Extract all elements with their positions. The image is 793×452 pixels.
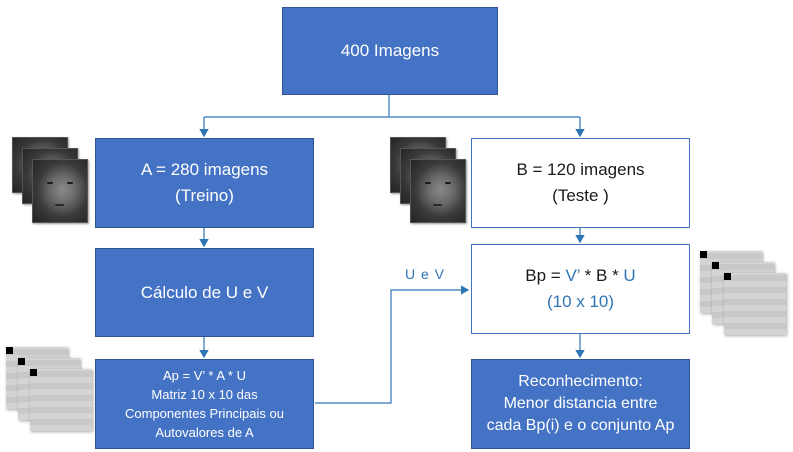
ap-line4: Autovalores de A — [155, 425, 254, 440]
test-set-line1: B = 120 imagens — [516, 160, 645, 179]
box-ap: Ap = V’ * A * U Matriz 10 x 10 das Compo… — [95, 359, 314, 449]
box-400-imagens: 400 Imagens — [282, 7, 498, 95]
bp-formula: Bp = V’ * B * U — [525, 263, 635, 289]
bp-u: U — [623, 266, 636, 285]
bp-mid: * B * — [579, 266, 624, 285]
box-400-imagens-label: 400 Imagens — [340, 41, 440, 60]
ap-line3: Componentes Principais ou — [125, 406, 284, 421]
box-reconhecimento: Reconhecimento: Menor distancia entre ca… — [471, 359, 690, 449]
train-set-line1: A = 280 imagens — [140, 160, 269, 179]
test-set-line2: (Teste ) — [552, 186, 609, 205]
ap-line2: Matriz 10 x 10 das — [151, 387, 258, 402]
calculo-label: Cálculo de U e V — [140, 282, 269, 302]
ap-line1: Ap = V’ * A * U — [163, 368, 246, 383]
arrow-ap-to-bp — [315, 285, 470, 404]
recog-line1: Reconhecimento: — [518, 373, 643, 390]
train-set-line2: (Treino) — [175, 186, 234, 205]
box-test-set: B = 120 imagens (Teste ) — [471, 138, 690, 228]
box-train-set: A = 280 imagens (Treino) — [95, 138, 314, 228]
connector-top-split — [204, 95, 580, 118]
box-calculo-u-v: Cálculo de U e V — [95, 248, 314, 337]
box-bp: Bp = V’ * B * U (10 x 10) — [471, 244, 690, 334]
bp-dims: (10 x 10) — [546, 292, 615, 311]
bp-prefix: Bp = — [525, 266, 566, 285]
recog-line2: Menor distancia entre — [503, 395, 658, 412]
bp-v: V’ — [565, 266, 580, 285]
recog-line3: cada Bp(i) e o conjunto Ap — [486, 417, 675, 434]
edge-label-u-e-v: U e V — [405, 266, 446, 282]
